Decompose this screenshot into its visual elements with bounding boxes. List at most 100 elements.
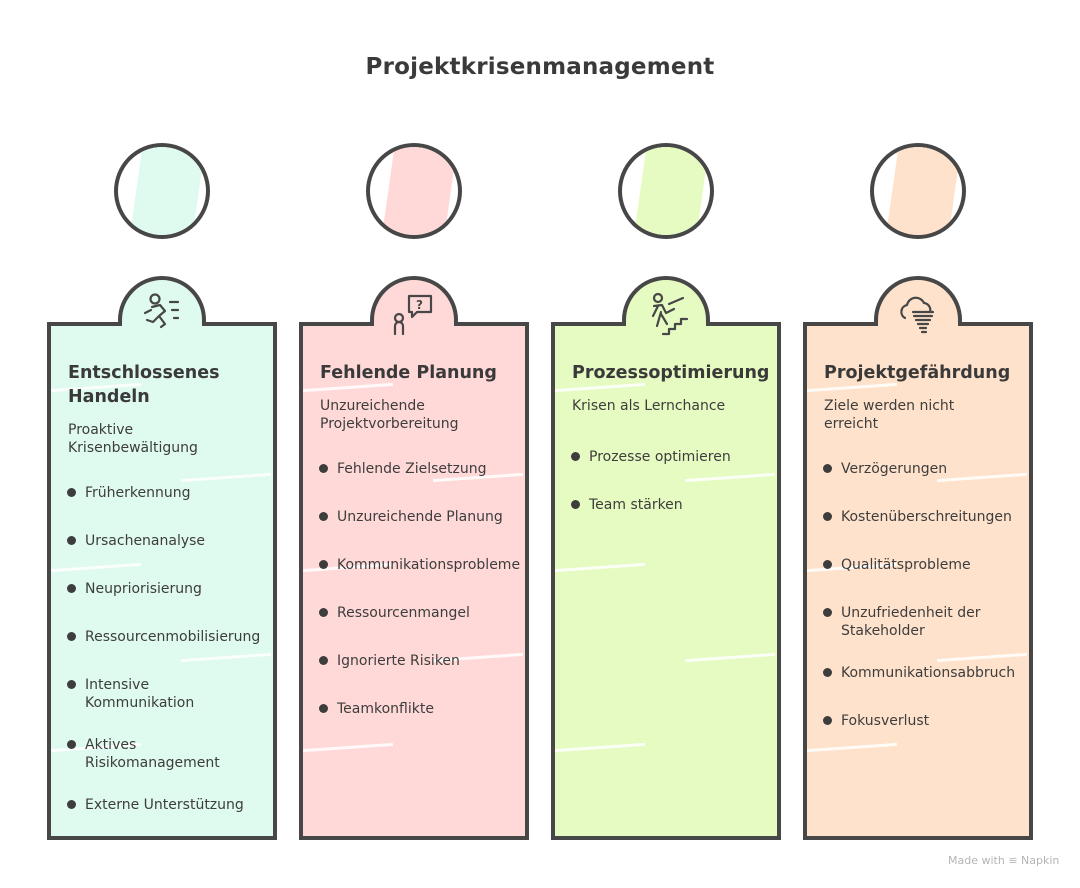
brush-streak <box>51 562 141 573</box>
brush-streak <box>685 652 775 663</box>
list-item: Ressourcenmobilisierung <box>67 628 267 646</box>
list-item-text: Externe Unterstützung <box>85 797 244 813</box>
list-item-text: Fehlende Zielsetzung <box>337 461 487 477</box>
list-item: Prozesse optimieren <box>571 448 771 466</box>
tab-joint <box>122 322 202 342</box>
list-item-text: Ressourcenmangel <box>337 605 470 621</box>
swot-letter-t <box>870 143 966 239</box>
tab-joint <box>626 322 706 342</box>
list-item: Team stärken <box>571 496 771 514</box>
list-item-text: Kostenüberschreitungen <box>841 509 1012 525</box>
swot-letter-o <box>618 143 714 239</box>
list-item: Teamkonflikte <box>319 700 519 718</box>
tab-joint <box>878 322 958 342</box>
bullet-dot <box>319 512 328 521</box>
bullet-dot <box>319 704 328 713</box>
diagram-title: Projektkrisenmanagement <box>365 54 715 80</box>
brush-streak <box>685 472 775 483</box>
bullet-dot <box>67 488 76 497</box>
list-item: Kostenüberschreitungen <box>823 508 1023 526</box>
card-subtitle: Unzureichende Projektvorbereitung <box>320 398 459 432</box>
brush-streak <box>303 742 393 753</box>
list-item: Unzureichende Planung <box>319 508 519 526</box>
list-item-text: Kommunikationsprobleme <box>337 557 521 573</box>
napkin-logo-icon: ≌ <box>1008 854 1018 867</box>
brush-streak <box>181 472 271 483</box>
brush-streak <box>555 742 645 753</box>
list-item-text: Früherkennung <box>85 485 191 501</box>
list-item: Externe Unterstützung <box>67 796 267 814</box>
list-item: Neupriorisierung <box>67 580 267 598</box>
brush-streak <box>937 652 1027 663</box>
list-item-text: Team stärken <box>589 497 683 513</box>
swot-card-w <box>299 322 529 840</box>
list-item: Ursachenanalyse <box>67 532 267 550</box>
list-item: Früherkennung <box>67 484 267 502</box>
bullet-dot <box>823 668 832 677</box>
card-title: Prozessoptimierung <box>572 363 770 383</box>
list-item-text: Teamkonflikte <box>337 701 434 717</box>
bullet-dot <box>67 740 76 749</box>
swot-card-t <box>803 322 1033 840</box>
list-item-text: Kommunikationsabbruch <box>841 665 1016 681</box>
bullet-dot <box>67 680 76 689</box>
bullet-dot <box>319 608 328 617</box>
swot-letter-w <box>366 143 462 239</box>
list-item: Intensive Kommunikation <box>67 676 267 712</box>
bullet-dot <box>67 584 76 593</box>
storm-cloud-icon <box>893 290 943 340</box>
list-item: Kommunikationsprobleme <box>319 556 521 574</box>
napkin-watermark: Made with ≌ Napkin <box>948 854 1059 867</box>
bullet-dot <box>823 608 832 617</box>
swot-card-s <box>47 322 277 840</box>
list-item: Kommunikationsabbruch <box>823 664 1023 682</box>
card-subtitle: Proaktive Krisenbewältigung <box>68 422 198 456</box>
bullet-dot <box>823 512 832 521</box>
person-climbing-stairs-icon <box>641 290 691 340</box>
list-item: Verzögerungen <box>823 460 1023 478</box>
card-title: Fehlende Planung <box>320 363 497 383</box>
list-item-text: Ignorierte Risiken <box>337 653 460 669</box>
card-subtitle: Ziele werden nicht erreicht <box>824 398 955 432</box>
list-item-text: Qualitätsprobleme <box>841 557 971 573</box>
bullet-dot <box>319 560 328 569</box>
list-item-text: Intensive Kommunikation <box>85 677 195 711</box>
list-item-text: Verzögerungen <box>841 461 948 477</box>
brush-streak <box>807 742 897 753</box>
bullet-dot <box>823 716 832 725</box>
card-title: Entschlossenes Handeln <box>68 363 220 407</box>
running-person-icon <box>137 290 187 340</box>
swot-card-o <box>551 322 781 840</box>
card-title: Projektgefährdung <box>824 363 1011 383</box>
list-item-text: Prozesse optimieren <box>589 449 731 465</box>
list-item-text: Neupriorisierung <box>85 581 202 597</box>
brush-streak <box>181 652 271 663</box>
bullet-dot <box>67 800 76 809</box>
list-item-text: Unzufriedenheit der Stakeholder <box>841 605 981 639</box>
list-item: Aktives Risikomanagement <box>67 736 267 772</box>
napkin-brand: Napkin <box>1021 854 1060 867</box>
svg-text:?: ? <box>416 298 423 312</box>
made-with-label: Made with <box>948 854 1005 867</box>
bullet-dot <box>571 500 580 509</box>
swot-letter-s <box>114 143 210 239</box>
bullet-dot <box>67 536 76 545</box>
list-item-text: Fokusverlust <box>841 713 930 729</box>
list-item-text: Unzureichende Planung <box>337 509 503 525</box>
card-subtitle: Krisen als Lernchance <box>572 398 726 414</box>
list-item-text: Ressourcenmobilisierung <box>85 629 261 645</box>
list-item-text: Ursachenanalyse <box>85 533 206 549</box>
list-item-text: Aktives Risikomanagement <box>85 737 220 771</box>
list-item: Ressourcenmangel <box>319 604 519 622</box>
brush-streak <box>555 562 645 573</box>
list-item: Unzufriedenheit der Stakeholder <box>823 604 1023 640</box>
bullet-dot <box>823 560 832 569</box>
list-item: Fehlende Zielsetzung <box>319 460 519 478</box>
person-question-icon: ? <box>389 290 439 340</box>
bullet-dot <box>319 656 328 665</box>
list-item: Ignorierte Risiken <box>319 652 519 670</box>
list-item: Fokusverlust <box>823 712 1023 730</box>
list-item: Qualitätsprobleme <box>823 556 1023 574</box>
bullet-dot <box>67 632 76 641</box>
bullet-dot <box>571 452 580 461</box>
